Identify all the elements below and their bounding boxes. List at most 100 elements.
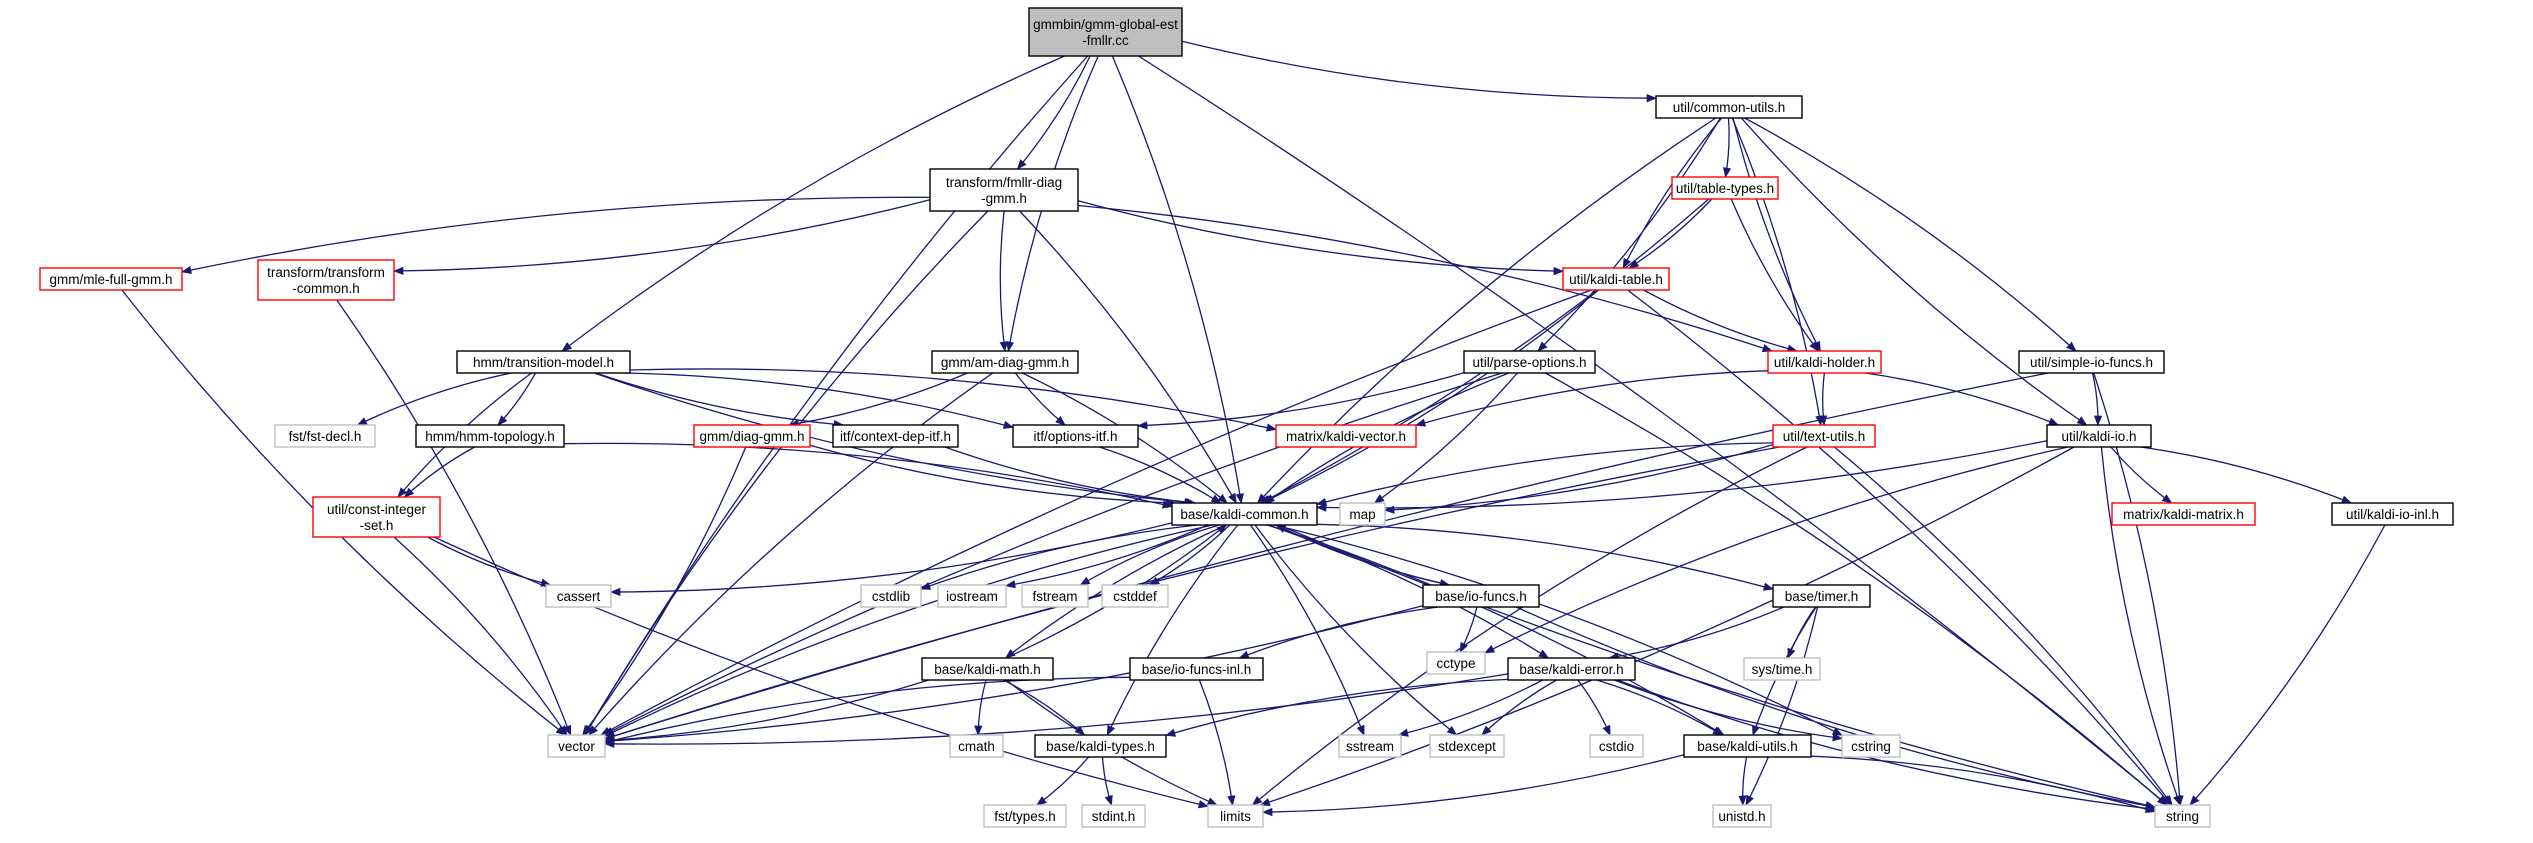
node-kaldi-math[interactable]: base/kaldi-math.h [921,657,1054,681]
node-iostream: iostream [937,584,1007,608]
node-label: fst/fst-decl.h [289,429,362,444]
node-text-utils[interactable]: util/text-utils.h [1772,424,1876,448]
node-box [547,734,606,758]
edge-text-utils-to-limits [1251,446,1808,806]
edge-root-to-fmllr-diag [1016,55,1091,170]
node-limits: limits [1207,804,1264,828]
node-table-types[interactable]: util/table-types.h [1671,176,1779,200]
node-box [983,804,1067,828]
node-mle-full[interactable]: gmm/mle-full-gmm.h [39,267,183,291]
edge-fmllr-diag-to-transform-common [392,199,931,276]
node-label: util/simple-io-funcs.h [2030,355,2153,370]
edge-io-funcs-to-kaldi-common [1275,524,1450,586]
node-label: util/common-utils.h [1673,100,1786,115]
node-label: transform/transform [267,265,385,280]
node-kaldi-matrix[interactable]: matrix/kaldi-matrix.h [2111,502,2256,526]
node-parse-options[interactable]: util/parse-options.h [1463,350,1596,374]
node-transition-model[interactable]: hmm/transition-model.h [456,350,631,374]
edge-kaldi-math-to-vector [603,679,929,745]
node-kaldi-error[interactable]: base/kaldi-error.h [1507,657,1636,681]
node-label: gmmbin/gmm-global-est [1033,17,1178,32]
node-kaldi-common[interactable]: base/kaldi-common.h [1171,502,1318,526]
edge-kaldi-holder-to-kaldi-io [1865,372,2060,426]
node-label: itf/context-dep-itf.h [840,429,951,444]
edge-io-funcs-inl-to-limits [1198,679,1236,807]
node-box [1767,350,1882,374]
node-box [1772,584,1871,608]
node-box [2331,502,2454,526]
node-transform-common[interactable]: transform/transform-common.h [257,259,395,301]
edge-kaldi-utils-to-limits [1261,754,1685,817]
node-label: -gmm.h [981,191,1027,206]
node-diag-gmm[interactable]: gmm/diag-gmm.h [693,424,811,448]
node-box [860,584,922,608]
node-simple-io[interactable]: util/simple-io-funcs.h [2018,350,2165,374]
edge-kaldi-error-to-vector [603,673,1509,749]
node-label: vector [558,739,595,754]
edge-text-utils-to-map [1383,443,1774,514]
edge-text-utils-to-vector [604,446,1780,741]
node-box [1012,424,1139,448]
node-kaldi-types[interactable]: base/kaldi-types.h [1034,734,1167,758]
node-layer: gmmbin/gmm-global-est-fmllr.cc util/commo… [39,7,2454,828]
edge-am-diag-to-options-itf [1014,372,1066,426]
edge-common-utils-to-table-types [1722,117,1732,179]
node-io-funcs-inl[interactable]: base/io-funcs-inl.h [1129,657,1264,681]
edge-common-utils-to-simple-io [1744,117,2077,352]
node-const-integer[interactable]: util/const-integer-set.h [312,496,441,538]
edge-fmllr-diag-to-kaldi-common [1019,210,1237,504]
node-kaldi-io[interactable]: util/kaldi-io.h [2046,424,2152,448]
node-timer[interactable]: base/timer.h [1772,584,1871,608]
edge-kaldi-error-to-stdexcept [1481,679,1557,736]
node-box [1429,734,1505,758]
node-common-utils[interactable]: util/common-utils.h [1655,95,1803,119]
node-label: util/kaldi-io-inl.h [2346,507,2439,522]
node-cstdlib: cstdlib [860,584,922,608]
node-label: hmm/transition-model.h [473,355,614,370]
node-box [931,350,1079,374]
node-box [1028,7,1183,57]
edge-kaldi-common-to-cassert [609,522,1173,597]
node-cassert: cassert [545,584,612,608]
node-box [274,424,376,448]
node-label: itf/options-itf.h [1033,429,1117,444]
edge-kaldi-error-to-kaldi-types [1165,678,1509,737]
edge-const-integer-to-cassert [427,536,552,587]
node-label: base/kaldi-math.h [934,662,1041,677]
node-label: base/kaldi-error.h [1519,662,1623,677]
node-options-itf[interactable]: itf/options-itf.h [1012,424,1139,448]
node-box [1339,502,1386,526]
node-context-dep[interactable]: itf/context-dep-itf.h [832,424,959,448]
node-box [2111,502,2256,526]
node-label: sstream [1346,739,1394,754]
edge-kaldi-common-to-kaldi-types [1106,524,1239,736]
node-kaldi-table[interactable]: util/kaldi-table.h [1562,267,1670,291]
node-label: base/io-funcs-inl.h [1142,662,1252,677]
node-string: string [2154,804,2211,828]
node-label: util/text-utils.h [1783,429,1866,444]
node-kaldi-holder[interactable]: util/kaldi-holder.h [1767,350,1882,374]
node-label: base/kaldi-types.h [1046,739,1155,754]
edge-kaldi-common-to-fstream [1079,524,1220,586]
node-kaldi-io-inl[interactable]: util/kaldi-io-inl.h [2331,502,2454,526]
node-label: string [2166,809,2199,824]
node-fmllr-diag[interactable]: transform/fmllr-diag-gmm.h [929,168,1079,212]
edge-kaldi-io-to-kaldi-matrix [2110,446,2173,504]
edge-kaldi-common-to-timer [1316,523,1775,591]
edge-diag-gmm-to-kaldi-common [809,444,1177,507]
edge-kaldi-io-to-cctype [1484,446,2068,654]
edge-parse-options-to-vector [602,372,1503,736]
node-box [1463,350,1596,374]
edge-io-funcs-to-io-funcs-inl [1238,606,1439,659]
node-fst-decl: fst/fst-decl.h [274,424,376,448]
node-kaldi-utils[interactable]: base/kaldi-utils.h [1683,734,1812,758]
node-hmm-topology[interactable]: hmm/hmm-topology.h [415,424,565,448]
node-label: stdint.h [1092,809,1136,824]
node-cstddef: cstddef [1101,584,1169,608]
node-root[interactable]: gmmbin/gmm-global-est-fmllr.cc [1028,7,1183,57]
node-box [1841,734,1901,758]
node-kaldi-vector[interactable]: matrix/kaldi-vector.h [1275,424,1417,448]
node-am-diag[interactable]: gmm/am-diag-gmm.h [931,350,1079,374]
node-box [832,424,959,448]
node-io-funcs[interactable]: base/io-funcs.h [1422,584,1540,608]
